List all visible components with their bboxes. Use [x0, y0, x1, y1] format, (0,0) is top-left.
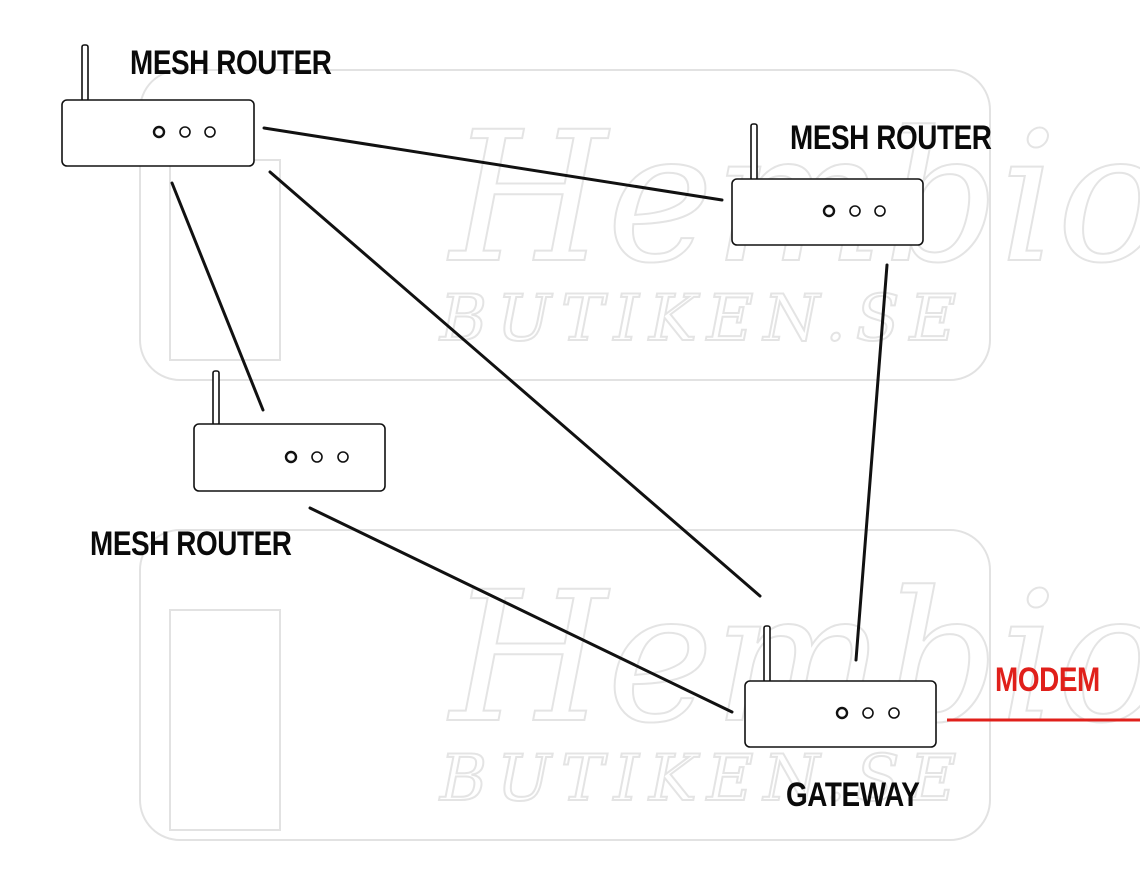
link-topright-gateway	[854, 263, 889, 662]
status-led	[311, 451, 323, 463]
status-led	[849, 205, 861, 217]
link-topleft-middleleft	[170, 181, 265, 412]
status-led	[874, 205, 886, 217]
watermark-sub-bottom: BUTIKEN.SE	[439, 742, 966, 816]
label-router-top-right: MESH ROUTER	[790, 119, 992, 157]
label-router-top-left: MESH ROUTER	[130, 44, 332, 82]
router-middle-left-device	[193, 370, 386, 492]
gateway-device	[744, 625, 937, 748]
label-gateway: GATEWAY	[786, 776, 920, 814]
status-led	[337, 451, 349, 463]
status-led	[888, 707, 900, 719]
connections	[170, 126, 889, 714]
antenna	[212, 370, 220, 426]
label-modem: MODEM	[995, 661, 1100, 699]
link-topleft-topright	[262, 126, 724, 202]
watermark-sub-top: BUTIKEN.SE	[439, 282, 966, 356]
status-led	[862, 707, 874, 719]
link-middleleft-gateway	[308, 506, 734, 714]
label-router-middle-left: MESH ROUTER	[90, 525, 292, 563]
status-led	[204, 126, 216, 138]
antenna	[750, 123, 758, 181]
status-led	[152, 125, 166, 139]
antenna	[763, 625, 771, 683]
status-led	[835, 706, 849, 720]
antenna	[81, 44, 89, 102]
router-top-right-device	[731, 123, 924, 246]
status-led	[179, 126, 191, 138]
status-led	[822, 204, 836, 218]
status-led	[284, 450, 298, 464]
router-top-left-device	[61, 44, 255, 167]
link-topleft-gateway	[268, 170, 762, 598]
